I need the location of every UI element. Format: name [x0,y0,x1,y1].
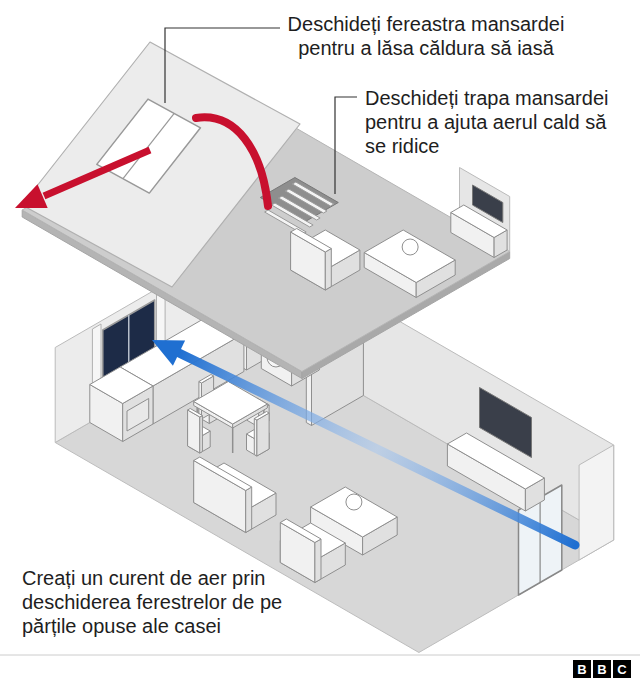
chair-back [199,375,214,384]
callout-holder: Deschideți fereastra mansardei pentru a … [276,12,576,60]
tv-unit [447,433,544,489]
window-frame [123,113,174,178]
arrow-head [15,184,48,208]
stove [90,367,153,404]
leader-line [335,97,357,194]
air-flow-arrows [15,117,575,545]
desk [451,205,507,238]
callout-text: Creați un curent de aer prin deschiderea… [22,566,312,638]
side-wall [579,445,614,560]
armchair-back [291,229,332,253]
logo-letter: C [617,663,626,676]
plant [402,239,418,255]
logo-box: B [593,660,611,678]
warm-air-arrow [44,150,150,196]
armchair-back [315,539,321,583]
callout-holder: Deschideți trapa mansardei pentru a ajut… [365,86,615,158]
footer-rule [0,655,640,656]
chair-back [200,416,203,454]
warm-air-arrow [196,117,268,206]
sofa-back [246,487,252,533]
logo-letter: B [597,663,606,676]
arrow-head [152,340,185,366]
logo-box: B [573,660,591,678]
armchair-back [280,519,321,543]
roof-window [97,99,201,193]
plant [346,494,362,510]
armchair-back [325,249,331,291]
stair-step [279,196,321,220]
chair-back [188,409,203,418]
callout-holder: Creați un curent de aer prin deschiderea… [22,566,312,638]
stair-step [292,182,334,206]
bed [364,230,455,283]
callout-text: Deschideți trapa mansardei pentru a ajut… [365,86,615,158]
door-frame [540,498,541,583]
table-leg [232,426,234,453]
coffee-table [311,487,398,537]
stair-step [272,203,314,227]
sofa-back [194,457,252,491]
logo-letter: B [577,663,586,676]
draught-arrow [179,353,575,545]
oven-door [127,399,149,432]
logo-box: C [613,660,631,678]
callout-text: Deschideți fereastra mansardei pentru a … [276,12,576,60]
leader-line [165,28,280,103]
chair-back [254,412,269,421]
roof-slope [22,42,300,287]
